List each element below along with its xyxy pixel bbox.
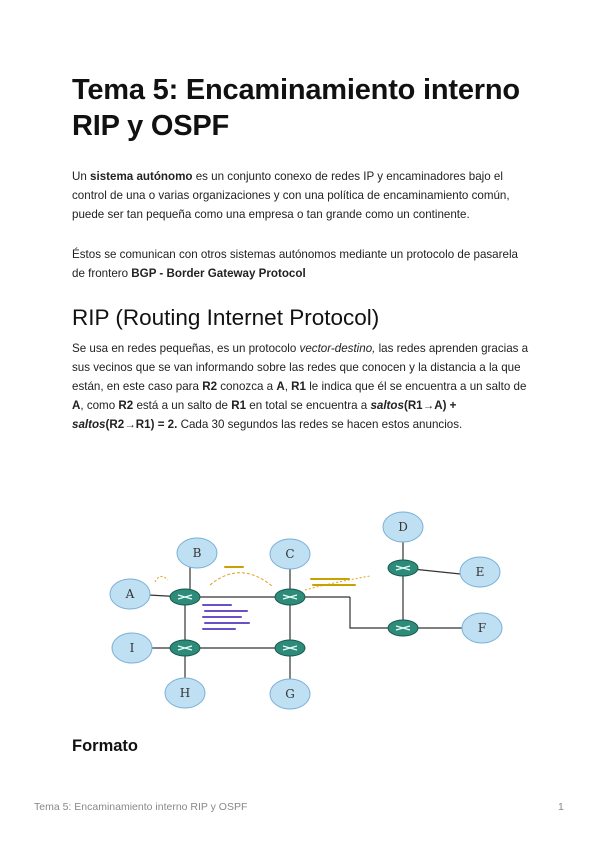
bold-term-sistema-autonomo: sistema autónomo — [90, 170, 193, 183]
cloud-G — [269, 678, 311, 710]
intro-paragraph-1: Un sistema autónomo es un conjunto conex… — [72, 167, 530, 224]
router-R3 — [169, 639, 201, 657]
svg-text:E: E — [476, 565, 485, 579]
bold-term: R2 — [202, 380, 218, 393]
cloud-C — [269, 538, 311, 570]
rip-paragraph: Se usa en redes pequeñas, es un protocol… — [72, 339, 530, 434]
handwritten-annotations — [154, 566, 371, 630]
router-R5 — [387, 559, 419, 577]
text-run: las redes aprenden gracias a sus vecinos… — [72, 342, 529, 393]
bold-term: A — [72, 399, 81, 412]
text-run: , — [284, 380, 292, 393]
text-run: Un — [72, 170, 91, 183]
cloud-F — [461, 612, 503, 644]
text-run: Éstos se comunican con otros sistemas au… — [72, 248, 518, 280]
cloud-labels: A B C D E F G H I — [125, 520, 487, 701]
cloud-D — [382, 511, 424, 543]
text-run: Cada 30 segundos las redes se hacen esto… — [177, 418, 463, 431]
bold-italic-term: saltos — [72, 418, 106, 431]
router-R2 — [274, 588, 306, 606]
section-heading-rip: RIP (Routing Internet Protocol) — [72, 305, 380, 330]
bold-term-bgp: BGP - Border Gateway Protocol — [131, 267, 306, 280]
svg-text:H: H — [180, 686, 190, 700]
bold-term: R2 — [118, 399, 134, 412]
cloud-I — [111, 632, 153, 664]
text-run: es un conjunto conexo de redes IP y enca… — [72, 170, 510, 221]
bold-term: (R2→R1) = 2. — [105, 418, 178, 431]
svg-text:G: G — [285, 687, 295, 701]
svg-text:F: F — [478, 621, 486, 635]
footer-page-number: 1 — [558, 801, 564, 813]
router-R6 — [387, 619, 419, 637]
router-R4 — [274, 639, 306, 657]
cloud-E — [459, 556, 501, 588]
svg-text:C: C — [285, 547, 294, 561]
cloud-A — [109, 578, 151, 610]
routers — [169, 559, 419, 657]
bold-term: R1 — [231, 399, 247, 412]
bold-term: R1 — [291, 380, 306, 393]
subsection-heading-formato: Formato — [72, 737, 138, 755]
page-title: Tema 5: Encaminamiento interno RIP y OSP… — [72, 74, 520, 142]
svg-text:D: D — [398, 520, 408, 534]
footer-title: Tema 5: Encaminamiento interno RIP y OSP… — [34, 801, 248, 813]
bold-italic-term: saltos — [370, 399, 404, 412]
text-run: está a un salto de — [133, 399, 232, 412]
network-clouds — [109, 511, 503, 710]
text-run: le indica que él se encuentra a un salto… — [305, 380, 527, 393]
svg-text:B: B — [193, 546, 202, 560]
bold-term: A — [276, 380, 285, 393]
cloud-B — [176, 537, 218, 569]
intro-paragraph-2: Éstos se comunican con otros sistemas au… — [72, 245, 530, 283]
italic-term: vector-destino, — [299, 342, 376, 355]
text-run: Se usa en redes pequeñas, es un protocol… — [72, 342, 300, 355]
bold-term: (R1→A) + — [403, 399, 457, 412]
svg-text:I: I — [130, 641, 135, 655]
svg-text:A: A — [125, 587, 135, 601]
text-run: conozca a — [217, 380, 277, 393]
text-run: en total se encuentra a — [246, 399, 371, 412]
rip-network-diagram: A B C D E F G H I — [109, 511, 503, 710]
text-run: , como — [80, 399, 119, 412]
router-R1 — [169, 588, 201, 606]
cloud-H — [164, 677, 206, 709]
